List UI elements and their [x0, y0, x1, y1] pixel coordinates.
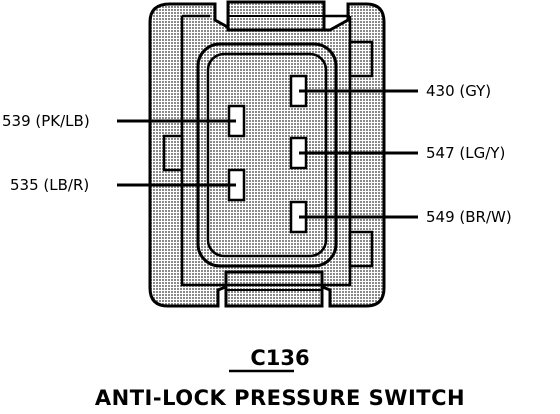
component-name: ANTI-LOCK PRESSURE SWITCH — [94, 386, 466, 410]
pin-label-430: 430 (GY) — [426, 82, 492, 100]
pin-label-549: 549 (BR/W) — [426, 208, 512, 226]
left-key — [162, 134, 184, 172]
pin-label-539: 539 (PK/LB) — [2, 112, 90, 130]
pin-cavity-inner — [206, 52, 328, 258]
connector-id: C136 — [250, 346, 310, 370]
right-key-bottom — [348, 230, 374, 268]
pin-label-547: 547 (LG/Y) — [426, 144, 506, 162]
pin-label-535: 535 (LB/R) — [10, 176, 90, 194]
right-key-top — [348, 40, 374, 78]
